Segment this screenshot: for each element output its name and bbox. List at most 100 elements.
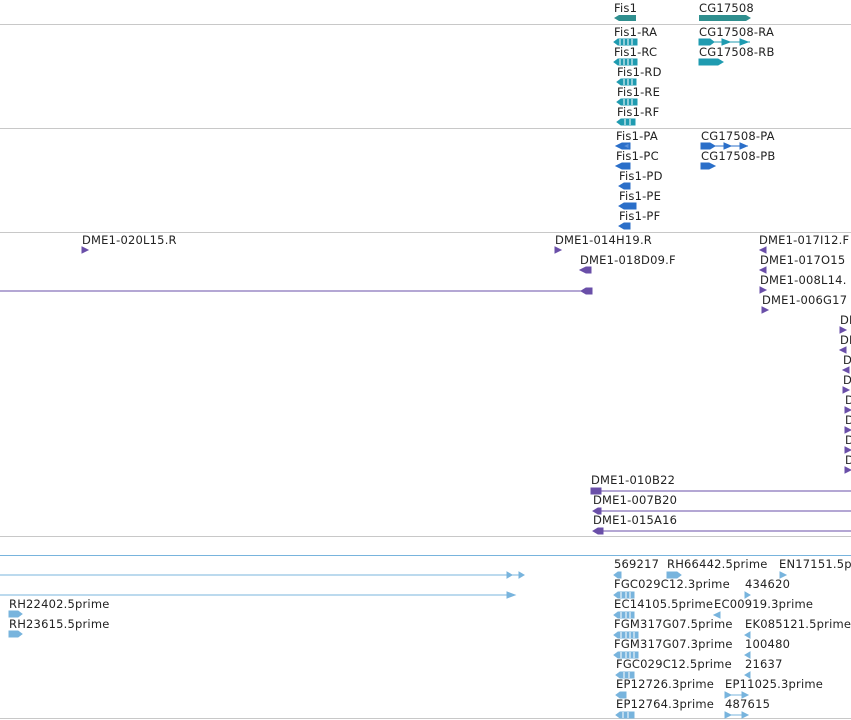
est-label[interactable]: EN17151.5p: [779, 557, 851, 571]
transcript-label[interactable]: Fis1-RD: [617, 65, 662, 79]
est-rh66442-glyph: [666, 571, 682, 579]
est-label[interactable]: FGC029C12.3prime: [614, 577, 730, 591]
clone-label[interactable]: D: [845, 393, 851, 407]
est-fgm317g07-5p-glyph: [613, 631, 639, 639]
protein-cg17508-pb-glyph: [700, 162, 717, 170]
est-fgm317g07-3p-glyph: [613, 651, 639, 659]
protein-cg17508-pa-glyph: [700, 142, 749, 150]
clone-label[interactable]: DME1-015A16: [593, 513, 678, 527]
est-label[interactable]: EC00919.3prime: [714, 597, 814, 611]
clone-label[interactable]: D: [843, 373, 851, 387]
est-ec14105-glyph: [613, 611, 635, 619]
est-label[interactable]: 434620: [745, 577, 791, 591]
clone-label[interactable]: DME1-020L15.R: [82, 233, 177, 247]
track-divider: [0, 24, 851, 25]
clone-label[interactable]: DME1-007B20: [593, 493, 678, 507]
est-label[interactable]: FGC029C12.5prime: [616, 657, 732, 671]
est-ep12764-glyph: [615, 711, 635, 719]
clone-d-1-glyph: [841, 366, 850, 374]
est-label[interactable]: EK085121.5prime: [745, 617, 851, 631]
est-long-span-2-glyph: [0, 591, 517, 599]
clone-label[interactable]: DME1-017I12.F: [759, 233, 850, 247]
protein-label[interactable]: Fis1-PF: [619, 209, 661, 223]
est-label[interactable]: FGM317G07.3prime: [614, 637, 733, 651]
est-label[interactable]: 487615: [725, 697, 771, 711]
est-label[interactable]: RH66442.5prime: [667, 557, 768, 571]
clone-label[interactable]: DME1-008L14.: [760, 273, 847, 287]
clone-007b20-glyph: [592, 507, 851, 515]
est-ek085121-glyph: [744, 631, 751, 639]
est-label[interactable]: RH22402.5prime: [9, 597, 110, 611]
clone-017o15-glyph: [758, 266, 767, 274]
transcript-fis1-re-glyph: [616, 98, 638, 106]
est-glyphs: [0, 571, 788, 719]
clone-label[interactable]: DME1-010B22: [591, 473, 676, 487]
clone-010b22-glyph: [590, 487, 851, 495]
gene-label[interactable]: CG17508: [699, 1, 754, 15]
est-487615-glyph: [724, 711, 750, 719]
gene-fis1-glyph: [614, 15, 636, 21]
clone-label[interactable]: D: [845, 453, 851, 467]
protein-label[interactable]: Fis1-PA: [616, 129, 658, 143]
est-label[interactable]: 21637: [745, 657, 783, 671]
clone-008l14-glyph: [759, 286, 768, 294]
est-long-span-1-glyph: [0, 571, 525, 579]
est-ep11025-glyph: [724, 691, 750, 699]
clone-dm-2-glyph: [838, 346, 847, 354]
protein-fis1-pe-glyph: [618, 202, 637, 210]
est-label[interactable]: 569217: [614, 557, 660, 571]
clone-017i12-glyph: [758, 246, 767, 254]
protein-label[interactable]: Fis1-PC: [616, 149, 659, 163]
clone-label[interactable]: D: [845, 433, 851, 447]
est-label[interactable]: EC14105.5prime: [614, 597, 714, 611]
protein-label[interactable]: Fis1-PE: [619, 189, 662, 203]
protein-label[interactable]: CG17508-PB: [701, 149, 776, 163]
transcript-cg17508-rb-glyph: [698, 58, 724, 66]
clone-label[interactable]: DME1-006G17: [762, 293, 848, 307]
clone-label[interactable]: DME1-014H19.R: [555, 233, 652, 247]
clone-glyphs: [0, 246, 851, 535]
est-label[interactable]: FGM317G07.5prime: [614, 617, 733, 631]
gene-glyphs: [614, 15, 751, 21]
est-fgc029c12-3p-glyph: [613, 591, 635, 599]
est-label[interactable]: EP11025.3prime: [725, 677, 824, 691]
transcript-label[interactable]: CG17508-RA: [699, 25, 775, 39]
transcript-fis1-rf-glyph: [616, 118, 636, 126]
transcript-glyphs: [613, 38, 750, 126]
clone-label[interactable]: DM: [840, 333, 851, 347]
transcript-fis1-rd-glyph: [616, 78, 637, 86]
protein-label[interactable]: Fis1-PD: [619, 169, 663, 183]
transcript-fis1-rc-glyph: [613, 58, 638, 66]
track-divider: [0, 718, 851, 719]
clone-label[interactable]: DM: [840, 313, 851, 327]
gene-label[interactable]: Fis1: [614, 1, 638, 15]
est-569217-glyph: [613, 571, 622, 579]
clone-018d09-glyph: [578, 266, 592, 274]
transcript-label[interactable]: Fis1-RA: [614, 25, 658, 39]
clone-label[interactable]: D: [843, 353, 851, 367]
est-en17151-glyph: [779, 571, 788, 579]
est-label[interactable]: EP12764.3prime: [616, 697, 715, 711]
est-label[interactable]: EP12726.3prime: [616, 677, 715, 691]
clone-label[interactable]: DME1-018D09.F: [580, 253, 676, 267]
clone-014h19-glyph: [554, 246, 563, 254]
est-rh23615-glyph: [8, 630, 23, 638]
transcript-cg17508-ra-glyph: [698, 38, 750, 46]
clone-d-2-glyph: [842, 386, 851, 394]
track-divider: [0, 232, 851, 233]
track-divider: [0, 555, 851, 556]
clone-label[interactable]: DME1-017O15: [760, 253, 846, 267]
clone-006g17-glyph: [761, 306, 770, 314]
protein-label[interactable]: CG17508-PA: [701, 129, 775, 143]
transcript-label[interactable]: CG17508-RB: [699, 45, 775, 59]
est-434620-glyph: [744, 591, 751, 599]
clone-label[interactable]: D: [845, 413, 851, 427]
transcript-label[interactable]: Fis1-RE: [617, 85, 661, 99]
est-fgc029c12-5p-glyph: [615, 671, 635, 679]
clone-dm-1-glyph: [839, 326, 848, 334]
est-label[interactable]: 100480: [745, 637, 791, 651]
track-divider: [0, 128, 851, 129]
est-label[interactable]: RH23615.5prime: [9, 617, 110, 631]
transcript-label[interactable]: Fis1-RC: [614, 45, 658, 59]
transcript-label[interactable]: Fis1-RF: [617, 105, 660, 119]
